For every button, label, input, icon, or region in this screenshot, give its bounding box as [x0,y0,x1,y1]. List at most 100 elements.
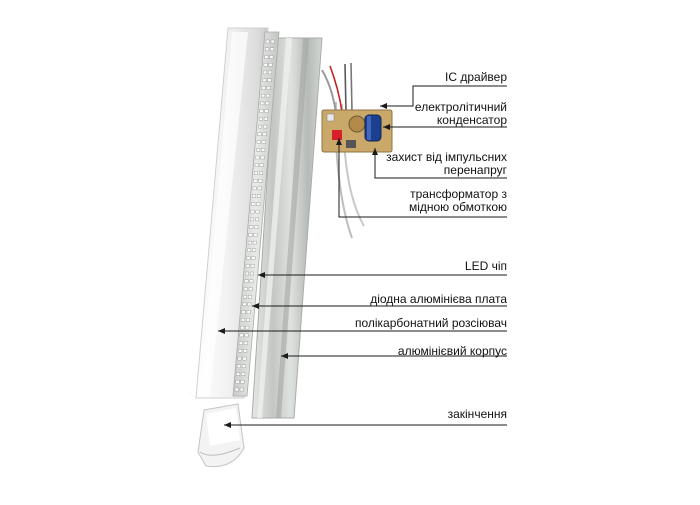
led-chip-mark [247,248,252,253]
led-chip-mark [258,117,263,121]
led-chip-mark [255,155,260,160]
led-chip-mark [240,318,245,322]
led-chip-mark [251,194,256,198]
led-chip-mark [243,349,248,353]
led-chip-mark [236,364,241,368]
arrowhead-diffuser [218,328,225,334]
led-chip-mark [259,171,263,175]
arrowhead-led-chip [258,272,265,278]
led-chip-mark [249,217,254,222]
led-chip-mark [247,302,252,307]
led-chip-mark [263,117,268,121]
led-chip-mark [260,101,265,106]
label-diffuser: полікарбонатний розсіювач [354,316,507,330]
led-chip-mark [250,264,255,268]
led-chip-mark [242,356,247,361]
led-board [232,31,280,397]
led-chip-mark [264,109,269,113]
led-chip-mark [246,310,251,314]
led-chip-mark [252,240,257,245]
led-chip-mark [241,372,246,376]
led-chip-mark [263,124,268,129]
led-chip-mark [243,341,248,345]
led-chip-mark [241,310,246,314]
led-chip-mark [258,178,263,183]
label-led-chip: LED чіп [464,259,507,273]
callout-lines [218,85,507,428]
led-chip-mark [261,140,266,144]
led-chip-mark [258,124,263,129]
led-chip-mark [244,333,249,338]
led-chip-mark [265,47,269,51]
aluminium-housing [251,37,323,419]
label-housing: алюмінієвий корпус [397,344,507,358]
led-chip-mark [261,86,266,90]
led-chip-mark [265,101,270,106]
led-chip-mark [248,295,253,299]
led-chip-mark [270,39,275,44]
led-chip-mark [255,209,260,214]
led-chip-mark [249,225,254,229]
led-chip-mark [253,233,258,237]
led-chip-mark [263,63,268,67]
label-end-cap: закінчення [447,407,507,421]
led-chip-mark [261,93,265,98]
led-chip-mark [248,287,253,291]
led-chip-mark [260,155,265,160]
led-chip-mark [246,256,251,260]
led-chip-mark [244,279,249,283]
led-chip-mark [254,217,259,222]
led-chip-mark [256,148,261,152]
led-chip-mark [256,202,261,206]
label-ic-driver: IC драйвер [445,70,507,84]
led-chip-mark [235,380,240,384]
led-chip-mark [266,86,271,90]
led-chip-mark [238,341,243,345]
led-chip-mark [259,163,264,167]
led-chip-mark [248,233,253,237]
arrowhead-transformer [336,138,342,145]
led-chip-mark [261,148,266,152]
leader-ic-driver [380,85,507,107]
led-chip-mark [239,387,244,392]
led-chip-mark [238,349,243,353]
led-chip-mark [257,132,262,137]
led-chip-mark [252,186,257,191]
led-chip-mark [239,333,244,338]
arrowhead-end-cap [224,422,231,428]
leader-surge-protection [374,148,507,179]
arrowhead-capacitor [383,124,390,130]
led-chip-mark [257,194,261,198]
led-chip-mark [266,93,270,98]
led-chip-mark [257,186,262,191]
led-chip-mark [245,271,250,276]
led-chip-mark [243,295,248,299]
driver-assembly [321,62,393,239]
led-chip-mark [268,70,272,75]
led-chip-mark [236,372,241,376]
leader-transformer [338,138,507,218]
led-chip-mark [250,209,255,214]
led-chip-mark [240,325,245,330]
led-chip-mark [269,55,274,59]
led-chip-mark [251,202,256,206]
led-chip-mark [249,279,254,283]
led-chip-mark [245,325,250,330]
led-chip-mark [270,47,274,51]
led-chip-mark [240,380,245,384]
led-chip-mark [252,248,257,253]
led-chip-mark [267,78,272,82]
surge-component [332,130,342,140]
arrowhead-ic-driver [380,103,387,109]
led-chip-mark [241,364,246,368]
led-chip-mark [250,271,255,276]
led-chip-mark [237,356,242,361]
led-chip-mark [254,225,259,229]
led-chip-mark [262,78,267,82]
led-chip-mark [245,264,250,268]
